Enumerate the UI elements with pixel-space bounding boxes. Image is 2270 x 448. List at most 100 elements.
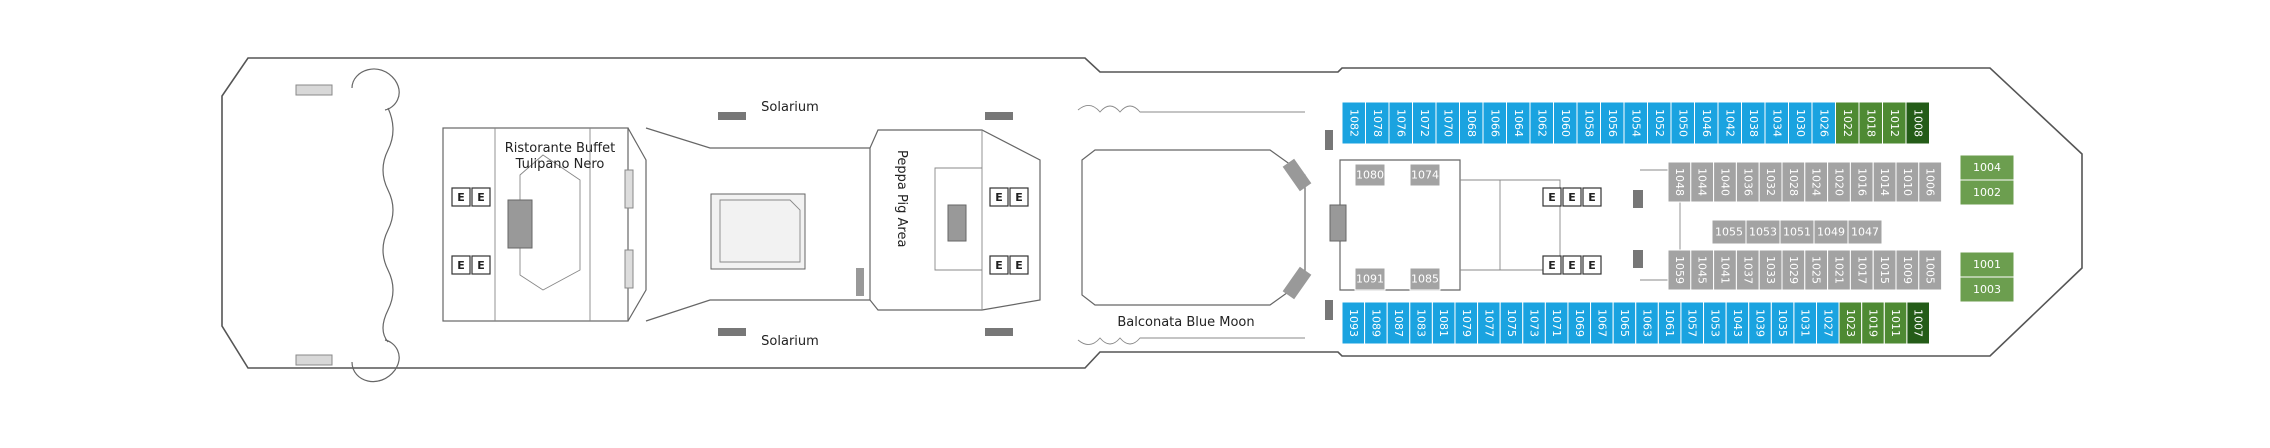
cabin-1005[interactable]: 1005 xyxy=(1918,249,1943,291)
cabin-1021[interactable]: 1021 xyxy=(1827,249,1851,291)
cabin-1057[interactable]: 1057 xyxy=(1680,301,1705,345)
cabin-number: 1052 xyxy=(1653,109,1666,137)
cabin-1010[interactable]: 1010 xyxy=(1895,161,1920,203)
elevator-icon: E xyxy=(1542,255,1562,275)
cabin-1033[interactable]: 1033 xyxy=(1758,249,1783,291)
cabin-1061[interactable]: 1061 xyxy=(1657,301,1682,345)
cabin-1041[interactable]: 1041 xyxy=(1713,249,1737,291)
cabin-1008[interactable]: 1008 xyxy=(1905,101,1930,145)
cabin-1082[interactable]: 1082 xyxy=(1341,101,1366,145)
cabin-1053[interactable]: 1053 xyxy=(1745,219,1781,245)
cabin-1046[interactable]: 1046 xyxy=(1694,101,1719,145)
cabin-1030[interactable]: 1030 xyxy=(1788,101,1813,145)
cabin-1023[interactable]: 1023 xyxy=(1838,301,1863,345)
cabin-1051[interactable]: 1051 xyxy=(1779,219,1815,245)
cabin-1052[interactable]: 1052 xyxy=(1647,101,1672,145)
cabin-1044[interactable]: 1044 xyxy=(1690,161,1715,203)
cabin-1083[interactable]: 1083 xyxy=(1409,301,1433,345)
cabin-1053[interactable]: 1053 xyxy=(1703,301,1727,345)
cabin-1038[interactable]: 1038 xyxy=(1741,101,1766,145)
cabin-number: 1074 xyxy=(1411,169,1439,182)
cabin-1015[interactable]: 1015 xyxy=(1872,249,1897,291)
cabin-1032[interactable]: 1032 xyxy=(1758,161,1783,203)
cabin-1078[interactable]: 1078 xyxy=(1365,101,1390,145)
cabin-1074[interactable]: 1074 xyxy=(1409,163,1441,187)
cabin-1081[interactable]: 1081 xyxy=(1431,301,1456,345)
cabin-1001[interactable]: 1001 xyxy=(1959,251,2015,278)
cabin-1071[interactable]: 1071 xyxy=(1544,301,1569,345)
cabin-1070[interactable]: 1070 xyxy=(1435,101,1460,145)
cabin-1066[interactable]: 1066 xyxy=(1482,101,1507,145)
cabin-1028[interactable]: 1028 xyxy=(1781,161,1806,203)
cabin-1020[interactable]: 1020 xyxy=(1827,161,1851,203)
cabin-1064[interactable]: 1064 xyxy=(1506,101,1531,145)
cabin-1049[interactable]: 1049 xyxy=(1813,219,1849,245)
cabin-1042[interactable]: 1042 xyxy=(1717,101,1742,145)
cabin-1022[interactable]: 1022 xyxy=(1835,101,1860,145)
cabin-1043[interactable]: 1043 xyxy=(1725,301,1750,345)
cabin-1048[interactable]: 1048 xyxy=(1667,161,1692,203)
cabin-1031[interactable]: 1031 xyxy=(1793,301,1818,345)
cabin-1036[interactable]: 1036 xyxy=(1735,161,1760,203)
cabin-1004[interactable]: 1004 xyxy=(1959,154,2015,181)
svg-text:E: E xyxy=(995,259,1003,272)
cabin-1055[interactable]: 1055 xyxy=(1711,219,1747,245)
cabin-1026[interactable]: 1026 xyxy=(1811,101,1836,145)
cabin-1091[interactable]: 1091 xyxy=(1354,267,1386,291)
cabin-1069[interactable]: 1069 xyxy=(1567,301,1592,345)
cabin-1002[interactable]: 1002 xyxy=(1959,179,2015,206)
cabin-1054[interactable]: 1054 xyxy=(1623,101,1648,145)
cabin-1089[interactable]: 1089 xyxy=(1364,301,1388,345)
cabin-1080[interactable]: 1080 xyxy=(1354,163,1386,187)
cabin-number: 1055 xyxy=(1715,226,1743,239)
cabin-1062[interactable]: 1062 xyxy=(1529,101,1554,145)
cabin-1016[interactable]: 1016 xyxy=(1849,161,1874,203)
cabin-1024[interactable]: 1024 xyxy=(1804,161,1829,203)
cabin-1018[interactable]: 1018 xyxy=(1858,101,1883,145)
cabin-1075[interactable]: 1075 xyxy=(1499,301,1524,345)
cabin-1029[interactable]: 1029 xyxy=(1781,249,1806,291)
cabin-1025[interactable]: 1025 xyxy=(1804,249,1829,291)
pool-structure xyxy=(710,193,806,270)
cabin-1079[interactable]: 1079 xyxy=(1454,301,1479,345)
cabin-1085[interactable]: 1085 xyxy=(1409,267,1441,291)
cabin-1050[interactable]: 1050 xyxy=(1670,101,1695,145)
cabin-1011[interactable]: 1011 xyxy=(1883,301,1908,345)
cabin-1060[interactable]: 1060 xyxy=(1553,101,1578,145)
cabin-1077[interactable]: 1077 xyxy=(1477,301,1501,345)
elevator-icon: E xyxy=(451,187,471,207)
cabin-1034[interactable]: 1034 xyxy=(1764,101,1789,145)
cabin-1076[interactable]: 1076 xyxy=(1388,101,1413,145)
cabin-1087[interactable]: 1087 xyxy=(1386,301,1411,345)
cabin-1017[interactable]: 1017 xyxy=(1849,249,1874,291)
cabin-1012[interactable]: 1012 xyxy=(1882,101,1907,145)
cabin-1065[interactable]: 1065 xyxy=(1612,301,1637,345)
cabin-1068[interactable]: 1068 xyxy=(1459,101,1484,145)
cabin-1040[interactable]: 1040 xyxy=(1713,161,1737,203)
cabin-1045[interactable]: 1045 xyxy=(1690,249,1715,291)
cabin-1059[interactable]: 1059 xyxy=(1667,249,1692,291)
pool-deck xyxy=(645,127,871,322)
cabin-1093[interactable]: 1093 xyxy=(1341,301,1366,345)
cabin-1027[interactable]: 1027 xyxy=(1816,301,1840,345)
cabin-1058[interactable]: 1058 xyxy=(1576,101,1601,145)
cabin-1003[interactable]: 1003 xyxy=(1959,276,2015,303)
cabin-1037[interactable]: 1037 xyxy=(1735,249,1760,291)
cabin-1063[interactable]: 1063 xyxy=(1635,301,1659,345)
cabin-1007[interactable]: 1007 xyxy=(1906,301,1930,345)
cabin-1072[interactable]: 1072 xyxy=(1412,101,1437,145)
cabin-1067[interactable]: 1067 xyxy=(1590,301,1614,345)
cabin-1014[interactable]: 1014 xyxy=(1872,161,1897,203)
cabin-number: 1018 xyxy=(1864,109,1877,137)
cabin-number: 1059 xyxy=(1673,256,1686,284)
cabin-1009[interactable]: 1009 xyxy=(1895,249,1920,291)
cabin-1056[interactable]: 1056 xyxy=(1600,101,1625,145)
cabin-1019[interactable]: 1019 xyxy=(1861,301,1885,345)
cabin-number: 1071 xyxy=(1550,309,1563,337)
cabin-box xyxy=(1959,154,2015,181)
cabin-1073[interactable]: 1073 xyxy=(1522,301,1546,345)
cabin-1039[interactable]: 1039 xyxy=(1748,301,1772,345)
cabin-1047[interactable]: 1047 xyxy=(1847,219,1883,245)
cabin-1006[interactable]: 1006 xyxy=(1918,161,1943,203)
cabin-1035[interactable]: 1035 xyxy=(1770,301,1795,345)
